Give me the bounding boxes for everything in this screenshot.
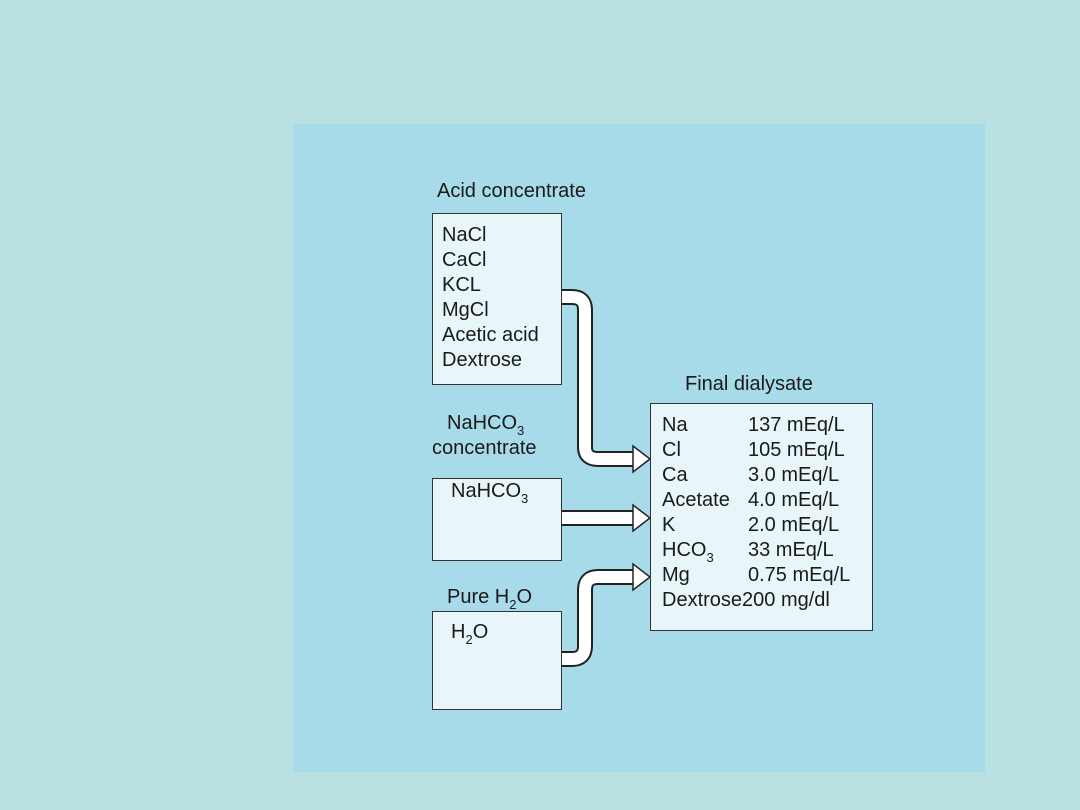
pure-water-box: H2O <box>432 611 562 710</box>
arrowhead <box>632 562 652 592</box>
acid-item: Acetic acid <box>442 324 539 346</box>
final-title: Final dialysate <box>685 373 813 395</box>
water-title: Pure H2O <box>447 586 533 612</box>
acid-item: Dextrose <box>442 349 523 371</box>
acid-item: MgCl <box>442 299 489 321</box>
acid-item: KCL <box>442 274 481 296</box>
bicarb-item: NaHCO3 <box>451 480 529 506</box>
arrowhead <box>632 444 652 474</box>
arrow-water-to-final <box>561 569 636 667</box>
arrow-acid-to-final <box>561 289 636 467</box>
acid-title: Acid concentrate <box>437 180 586 202</box>
acid-item: NaCl <box>442 224 487 246</box>
bicarb-concentrate-box: NaHCO3 <box>432 478 562 561</box>
bicarb-title-line2: concentrate <box>432 437 537 459</box>
arrowhead <box>632 503 652 533</box>
bicarb-title: NaHCO3 <box>447 412 525 438</box>
acid-item: CaCl <box>442 249 487 271</box>
acid-concentrate-box: NaCl CaCl KCL MgCl Acetic acid Dextrose <box>432 213 562 385</box>
water-item: H2O <box>451 621 489 647</box>
